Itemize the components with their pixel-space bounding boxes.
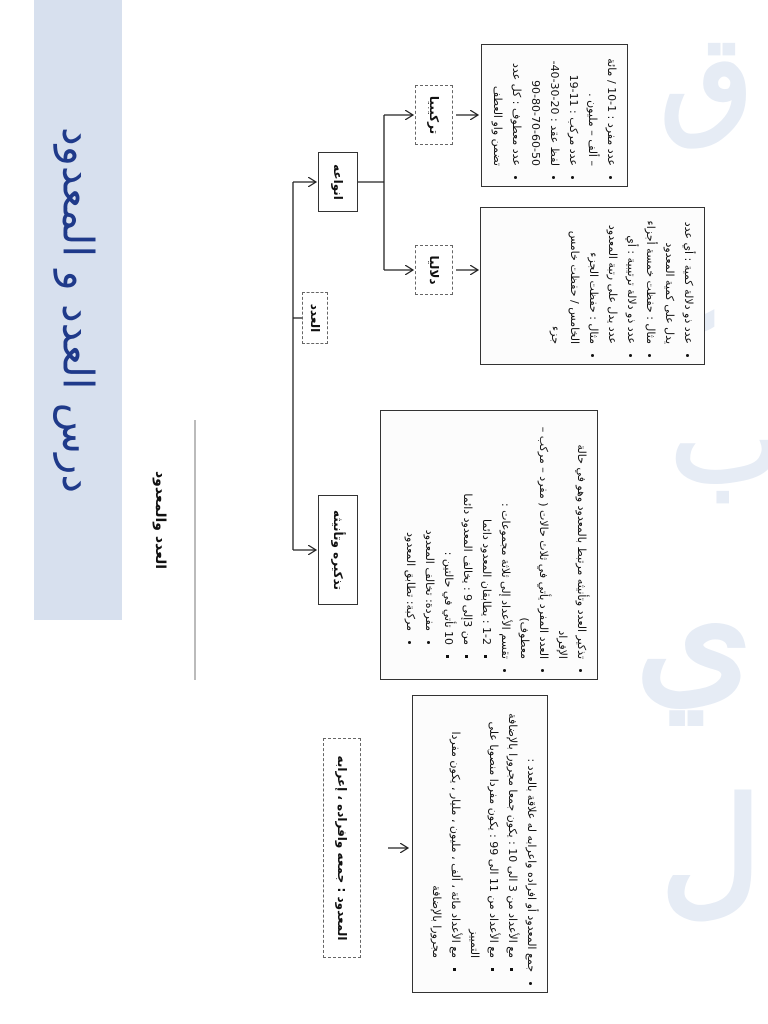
node-tarkibia-label: تركيبيا: [427, 95, 441, 135]
list-item: تذكير العدد وتأنيثه مرتبط بالمعدود وهو ف…: [553, 419, 591, 659]
node-maadud: المعدود : جمعه وافراده ، إعرابه: [323, 738, 361, 958]
list-item: تقسم الأعداد إلى ثلاثة مجموعات :: [496, 419, 515, 659]
list-item: مثال : حفظت الجزء الخامس / حفظت خامس جزء: [546, 216, 603, 344]
list-item: عدد مفرد : 1-10 / مائة – ألف – مليون .: [583, 53, 621, 166]
list-item: عدد ذو دلالة ترتيبية : أي عدد يدل على رت…: [603, 216, 641, 344]
list-item: العدد المفرد يأتي في ثلاث حالات ( مفرد –…: [515, 419, 553, 659]
node-tarkibia: تركيبيا: [415, 85, 453, 145]
list-item: مركبة: تطابق المعدود: [401, 419, 420, 631]
list-item: عدد مركب : 11-19: [564, 53, 583, 166]
list-item: عدد معطوف : كل عدد تضمن واو العطف: [488, 53, 526, 166]
node-tadhkir-label: تذكيره وتأنيثه: [331, 509, 345, 591]
list-item: لفظ عقد : 20-30-40-50-60-70-80-90: [526, 53, 564, 166]
tadhkir-box: تذكير العدد وتأنيثه مرتبط بالمعدود وهو ف…: [380, 410, 598, 680]
node-root: العدد: [302, 292, 328, 344]
list-item: 1-2 : يطابقان المعدود دائما: [477, 419, 496, 645]
list-item: 10 تأتي في حالتين :: [439, 419, 458, 645]
node-anwaa-label: انواعه: [331, 164, 345, 200]
list-item: من 3إلى 9 : يخالف المعدود دائما: [458, 419, 477, 645]
list-item: مع الأعداد من 3 الى 10 : يكون جمعا مجرور…: [503, 704, 522, 958]
tarkibia-box: عدد مفرد : 1-10 / مائة – ألف – مليون . ع…: [481, 44, 628, 187]
list-item: مع الأعداد مائة ، ألف ، مليون ، مليار ، …: [427, 704, 465, 958]
list-item: مفردة: تخالف المعدود: [420, 419, 439, 631]
list-item: مع الأعداد من 11 الى 99 : يكون مفردا منص…: [465, 704, 503, 959]
maadud-box: جمع المعدود أو افراده واعرابه له علاقة ب…: [412, 695, 548, 993]
list-item: مثال : حفظت خمسة أجزاء: [641, 216, 660, 344]
node-root-label: العدد: [308, 303, 322, 333]
dalalia-box: عدد ذو دلالة كمية : أي عدد يدل على كمية …: [480, 207, 705, 365]
list-item: جمع المعدود أو افراده واعرابه له علاقة ب…: [522, 704, 541, 972]
node-dalalia-label: دلاليا: [427, 255, 441, 285]
title-band: [34, 0, 122, 620]
node-tadhkir: تذكيره وتأنيثه: [318, 495, 358, 605]
list-item: عدد ذو دلالة كمية : أي عدد يدل على كمية …: [660, 216, 698, 344]
node-dalalia: دلاليا: [415, 245, 453, 295]
node-maadud-label: المعدود : جمعه وافراده ، إعرابه: [335, 755, 349, 941]
node-anwaa: انواعه: [318, 152, 358, 212]
